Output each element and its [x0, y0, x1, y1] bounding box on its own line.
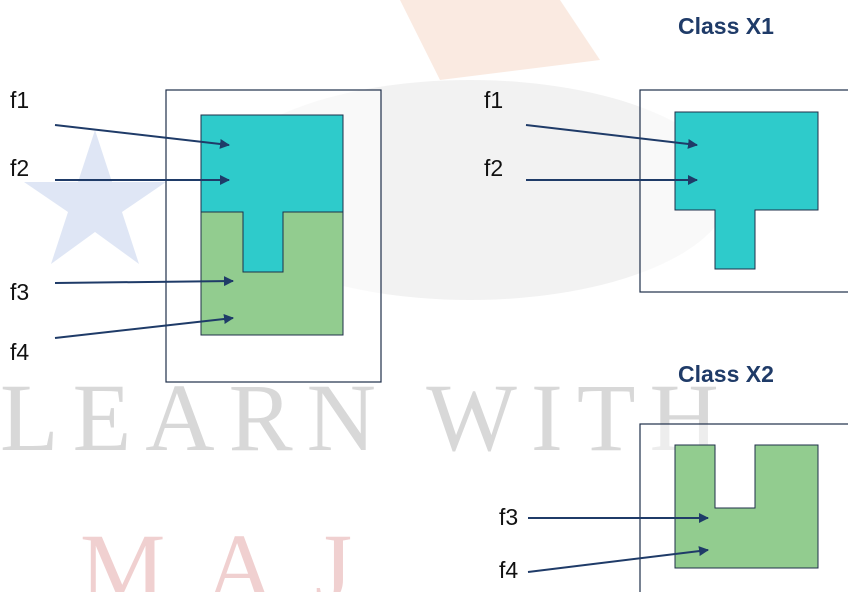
left-label-f3: f3 — [10, 279, 29, 305]
class-x1-label-f2: f2 — [484, 155, 503, 181]
left-label-f2: f2 — [10, 155, 29, 181]
class-x2-label-f3: f3 — [499, 504, 518, 530]
left-arrow-f3 — [54, 276, 234, 287]
class-x2-arrow-f4 — [527, 546, 709, 573]
class-x1-label-f1: f1 — [484, 87, 503, 113]
class-x1-panel: Class X1 f1 f2 — [484, 13, 848, 293]
left-arrow-f1 — [54, 124, 230, 149]
class-x1-teal-shape — [674, 111, 819, 270]
class-x1-arrow-f1 — [525, 124, 698, 149]
class-x2-title: Class X2 — [678, 361, 774, 387]
combined-panel: f1 f2 f3 f4 — [10, 87, 382, 383]
left-label-f4: f4 — [10, 339, 29, 365]
watermark-flag-shape — [400, 0, 600, 80]
class-x2-label-f4: f4 — [499, 557, 518, 583]
left-label-f1: f1 — [10, 87, 29, 113]
combined-teal-shape — [200, 114, 344, 273]
watermark-text-line2: MAJ — [80, 514, 392, 592]
left-arrow-f4 — [54, 314, 234, 339]
watermark-star-icon — [24, 130, 166, 264]
class-x2-green-shape — [674, 444, 819, 569]
class-x1-title: Class X1 — [678, 13, 774, 39]
class-x2-panel: Class X2 f3 f4 — [499, 361, 848, 592]
